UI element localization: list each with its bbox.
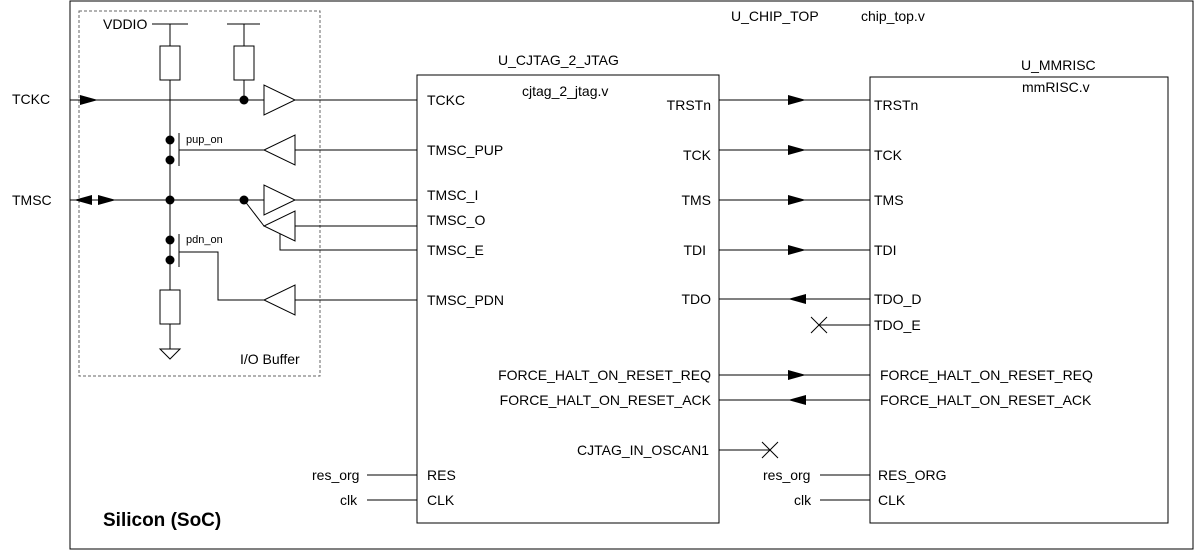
soc-label: Silicon (SoC): [103, 510, 221, 531]
mmrisc-port-tck: TCK: [874, 147, 903, 163]
mmrisc-port-force-halt-ack: FORCE_HALT_ON_RESET_ACK: [880, 392, 1092, 408]
pup-on-label: pup_on: [186, 134, 223, 146]
cjtag-port-tck: TCK: [683, 147, 712, 163]
cjtag-file: cjtag_2_jtag.v: [522, 83, 608, 99]
cjtag-port-force-halt-ack: FORCE_HALT_ON_RESET_ACK: [500, 392, 712, 408]
mmrisc-port-tdi: TDI: [874, 242, 897, 258]
vddio-label: VDDIO: [103, 16, 147, 32]
cjtag-port-tms: TMS: [681, 192, 711, 208]
pad-tmsc-label: TMSC: [12, 192, 52, 208]
pulldown-resistor: [159, 289, 181, 325]
cjtag-res-signal: res_org: [312, 467, 359, 483]
pullup-resistor-1: [159, 45, 181, 81]
mmrisc-port-tdo-e: TDO_E: [874, 317, 921, 333]
io-buffer-region: [78, 10, 321, 377]
cjtag-port-tmsc-pdn: TMSC_PDN: [427, 292, 504, 308]
mmrisc-clk-signal: clk: [794, 492, 812, 508]
mmrisc-port-tdo-d: TDO_D: [874, 291, 921, 307]
mmrisc-port-res-org: RES_ORG: [878, 467, 946, 483]
cjtag-port-tdi: TDI: [683, 242, 706, 258]
mmrisc-res-signal: res_org: [763, 467, 810, 483]
mmrisc-instance: U_MMRISC: [1021, 57, 1096, 73]
cjtag-port-clk: CLK: [427, 492, 455, 508]
pad-tckc-label: TCKC: [12, 91, 50, 107]
pdn-on-label: pdn_on: [186, 234, 223, 246]
cjtag-port-tdo: TDO: [681, 291, 711, 307]
cjtag-port-oscan1: CJTAG_IN_OSCAN1: [577, 442, 709, 458]
mmrisc-port-clk: CLK: [878, 492, 906, 508]
cjtag-instance: U_CJTAG_2_JTAG: [498, 52, 619, 68]
tdo-e-unconnected-icon: [810, 316, 828, 334]
cjtag-port-trstn: TRSTn: [667, 97, 711, 113]
mmrisc-port-tms: TMS: [874, 192, 904, 208]
mmrisc-port-trstn: TRSTn: [874, 97, 918, 113]
io-buffer-label: I/O Buffer: [240, 351, 300, 367]
cjtag-block: [416, 74, 720, 524]
cjtag-port-tmsc-o: TMSC_O: [427, 212, 485, 228]
tmsc-input-buffer: [263, 184, 297, 216]
cjtag-port-tmsc-pup: TMSC_PUP: [427, 142, 503, 158]
cjtag-port-tmsc-i: TMSC_I: [427, 187, 478, 203]
cjtag-port-force-halt-req: FORCE_HALT_ON_RESET_REQ: [498, 367, 711, 383]
ground-icon: [158, 348, 182, 360]
tckc-input-buffer: [263, 84, 297, 116]
cjtag-clk-signal: clk: [340, 492, 358, 508]
mmrisc-file: mmRISC.v: [1022, 79, 1090, 95]
cjtag-port-tmsc-e: TMSC_E: [427, 242, 484, 258]
mmrisc-block: [869, 76, 1169, 524]
chip-top-instance: U_CHIP_TOP: [731, 8, 819, 24]
pullup-resistor-2: [233, 45, 255, 81]
cjtag-port-tckc: TCKC: [427, 92, 465, 108]
oscan1-unconnected-icon: [761, 441, 779, 459]
mmrisc-port-force-halt-req: FORCE_HALT_ON_RESET_REQ: [880, 367, 1093, 383]
cjtag-port-res: RES: [427, 467, 456, 483]
chip-top-file: chip_top.v: [861, 8, 925, 24]
